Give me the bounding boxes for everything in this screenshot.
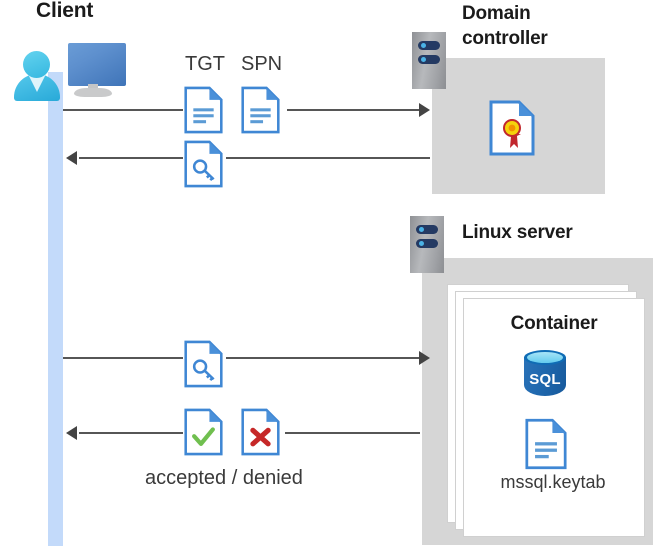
flow-linux-to-client-line-left [79,432,183,434]
sql-database-label: SQL [529,371,561,388]
monitor-base [74,88,112,97]
accepted-denied-label: accepted / denied [145,467,303,489]
request-key-document-icon [184,340,223,388]
keytab-document-icon [525,418,567,470]
flow-client-to-dc-line-right [287,109,420,111]
tgt-document-icon [184,86,223,134]
flow-client-to-dc-line-left [63,109,183,111]
certificate-document-icon [489,100,535,156]
monitor-screen [68,43,126,86]
flow-client-to-linux-line-left [63,357,183,359]
client-title: Client [36,0,94,22]
container-card-front: Container [463,298,645,537]
domain-controller-server-icon [412,32,446,89]
spn-document-icon [241,86,280,134]
client-workstation-icon [6,18,126,101]
domain-controller-title-line2: controller [462,28,548,49]
denied-document-icon [241,408,280,456]
container-title: Container [510,313,598,334]
avatar-head [23,51,50,78]
flow-client-to-linux-arrowhead [419,351,430,365]
ticket-key-document-icon [184,140,223,188]
accepted-document-icon [184,408,223,456]
spn-label: SPN [241,53,283,75]
avatar-collar [28,74,46,92]
keytab-label: mssql.keytab [500,472,606,492]
flow-dc-to-client-line-right [226,157,430,159]
tgt-label: TGT [185,53,225,75]
sql-database-icon: SQL [521,348,569,404]
client-lifeline [48,72,63,546]
flow-dc-to-client-line-left [79,157,183,159]
linux-server-icon [410,216,444,273]
flow-dc-to-client-arrowhead [66,151,77,165]
flow-linux-to-client-line-right [285,432,420,434]
domain-controller-title: Domain controller [462,1,548,51]
flow-linux-to-client-arrowhead [66,426,77,440]
domain-controller-title-line1: Domain [462,3,531,24]
flow-client-to-dc-arrowhead [419,103,430,117]
flow-client-to-linux-line-right [226,357,420,359]
linux-server-title: Linux server [462,222,573,243]
